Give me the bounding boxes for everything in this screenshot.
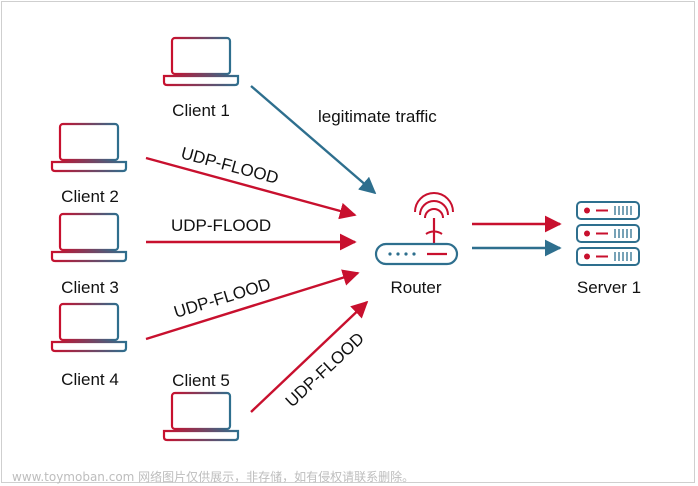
router-label: Router xyxy=(390,278,441,297)
flood-arrow-client-4 xyxy=(145,269,360,341)
client-4-laptop-icon xyxy=(50,302,128,353)
flood-label-client-3: UDP-FLOOD xyxy=(171,216,271,235)
legitimate-traffic-label: legitimate traffic xyxy=(318,107,437,126)
legitimate-traffic-arrow xyxy=(250,85,377,195)
client-5-label: Client 5 xyxy=(172,371,230,390)
flood-arrow-client-5 xyxy=(250,300,369,413)
watermark-text: www.toymoban.com 网络图片仅供展示，非存储，如有侵权请联系删除。 xyxy=(12,470,415,484)
client-2-label: Client 2 xyxy=(61,187,119,206)
client-3-laptop-icon xyxy=(50,212,128,263)
client-1-laptop-icon xyxy=(162,36,240,87)
router-icon xyxy=(374,192,459,266)
server-rack-icon xyxy=(576,201,640,266)
client-3-label: Client 3 xyxy=(61,278,119,297)
client-2-laptop-icon xyxy=(50,122,128,173)
flood-arrow-client-2 xyxy=(145,156,357,220)
server-label: Server 1 xyxy=(577,278,641,297)
client-4-label: Client 4 xyxy=(61,370,119,389)
client-1-label: Client 1 xyxy=(172,101,230,120)
client-5-laptop-icon xyxy=(162,391,240,442)
